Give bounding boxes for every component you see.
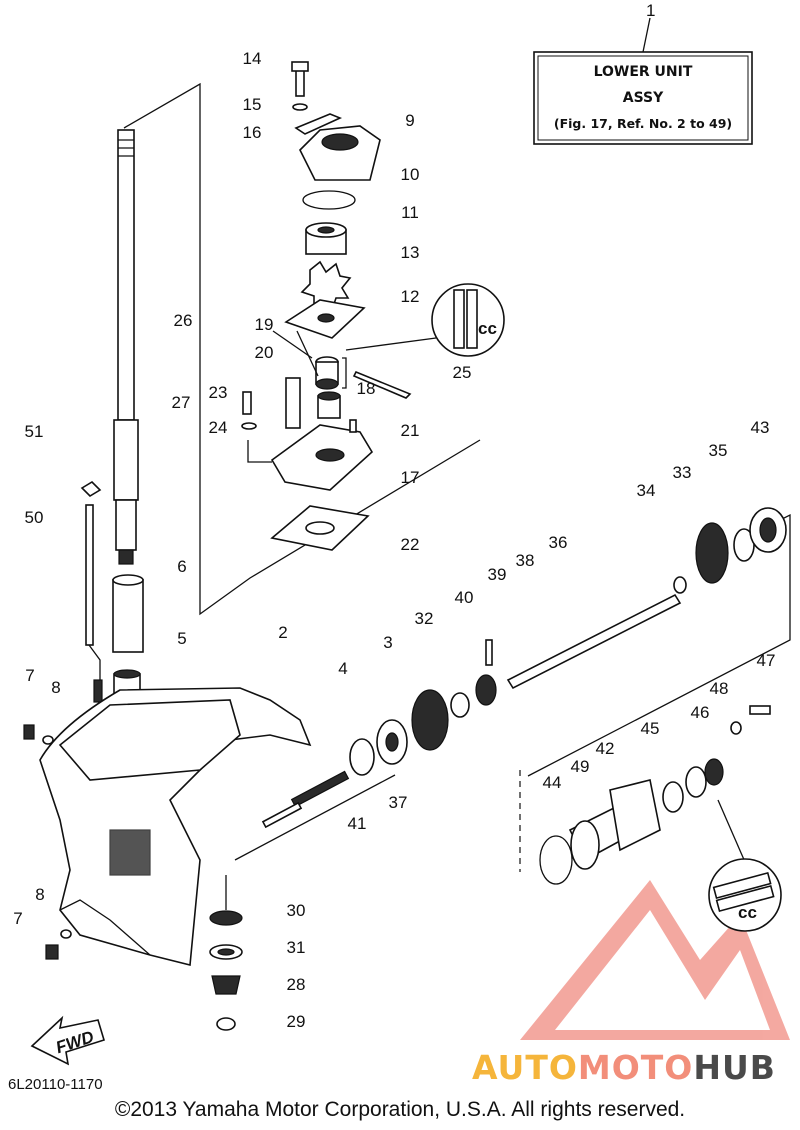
- callout-8b: 8: [35, 885, 44, 904]
- callout-40: 40: [455, 588, 474, 607]
- callout-24: 24: [209, 418, 228, 437]
- callout-7: 7: [25, 666, 34, 685]
- callout-45: 45: [641, 719, 660, 738]
- callout-33: 33: [673, 463, 692, 482]
- callout-26: 26: [174, 311, 193, 330]
- svg-text:cc: cc: [478, 319, 497, 338]
- propeller-shaft-housing: [539, 705, 771, 885]
- watermark-text: AUTOMOTOHUB: [472, 1048, 776, 1087]
- copyright-notice: ©2013 Yamaha Motor Corporation, U.S.A. A…: [114, 1098, 686, 1121]
- box-line-1: LOWER UNIT: [594, 64, 693, 80]
- callout-20: 20: [255, 343, 274, 362]
- callout-30: 30: [287, 901, 306, 920]
- callout-6: 6: [177, 557, 186, 576]
- callout-34: 34: [637, 481, 656, 500]
- callout-13: 13: [401, 243, 420, 262]
- callout-21: 21: [401, 421, 420, 440]
- callout-27: 27: [172, 393, 191, 412]
- callout-7b: 7: [13, 909, 22, 928]
- callout-36: 36: [549, 533, 568, 552]
- casing-bolts: [23, 724, 72, 960]
- callout-8: 8: [51, 678, 60, 697]
- callout-46: 46: [691, 703, 710, 722]
- callout-38: 38: [516, 551, 535, 570]
- callout-50: 50: [25, 508, 44, 527]
- ref-number-1: 1: [646, 1, 655, 20]
- callout-51: 51: [25, 422, 44, 441]
- callout-29: 29: [287, 1012, 306, 1031]
- callout-9: 9: [405, 111, 414, 130]
- callout-25: 25: [453, 363, 472, 382]
- callout-44: 44: [543, 773, 562, 792]
- water-pump-stack: [241, 61, 437, 551]
- callout-15: 15: [243, 95, 262, 114]
- callout-16: 16: [243, 123, 262, 142]
- callout-37: 37: [389, 793, 408, 812]
- callout-2: 2: [278, 623, 287, 642]
- callout-4: 4: [338, 659, 347, 678]
- callout-23: 23: [209, 383, 228, 402]
- watermark-part-1: AUTO: [472, 1048, 578, 1087]
- pinion-stack: [209, 910, 243, 1031]
- callout-3: 3: [383, 633, 392, 652]
- callout-17: 17: [401, 468, 420, 487]
- shift-rod: [80, 480, 103, 703]
- callout-19: 19: [255, 315, 274, 334]
- callout-18: 18: [357, 379, 376, 398]
- callout-28: 28: [287, 975, 306, 994]
- drive-shaft: [113, 129, 139, 565]
- callout-14: 14: [243, 49, 262, 68]
- svg-text:cc: cc: [738, 903, 757, 922]
- watermark-logo: [520, 880, 790, 1040]
- callout-35: 35: [709, 441, 728, 460]
- callout-41: 41: [348, 814, 367, 833]
- callout-48: 48: [710, 679, 729, 698]
- propeller-shaft-assembly: [225, 507, 787, 910]
- assembly-note-box: 1 LOWER UNIT ASSY (Fig. 17, Ref. No. 2 t…: [533, 1, 753, 145]
- callout-42: 42: [596, 739, 615, 758]
- callout-39: 39: [488, 565, 507, 584]
- callout-32: 32: [415, 609, 434, 628]
- lubricant-detail-top: cc: [431, 283, 505, 357]
- lubricant-detail-bottom: cc: [708, 799, 782, 932]
- box-line-3: (Fig. 17, Ref. No. 2 to 49): [554, 116, 732, 131]
- watermark-part-3: HUB: [693, 1048, 776, 1087]
- callout-11: 11: [401, 203, 419, 222]
- callout-47: 47: [757, 651, 776, 670]
- lower-casing: [39, 687, 312, 967]
- callout-22: 22: [401, 535, 420, 554]
- callout-43: 43: [751, 418, 770, 437]
- forward-arrow-icon: FWD: [30, 1015, 105, 1066]
- box-line-2: ASSY: [623, 90, 664, 106]
- callout-12: 12: [401, 287, 420, 306]
- watermark-part-2: MOTO: [577, 1048, 694, 1087]
- callout-49: 49: [571, 757, 590, 776]
- callout-5: 5: [177, 629, 186, 648]
- sheet-code: 6L20110-1170: [8, 1076, 103, 1093]
- callout-31: 31: [287, 938, 306, 957]
- callout-10: 10: [401, 165, 420, 184]
- drive-shaft-bushing: [112, 574, 144, 699]
